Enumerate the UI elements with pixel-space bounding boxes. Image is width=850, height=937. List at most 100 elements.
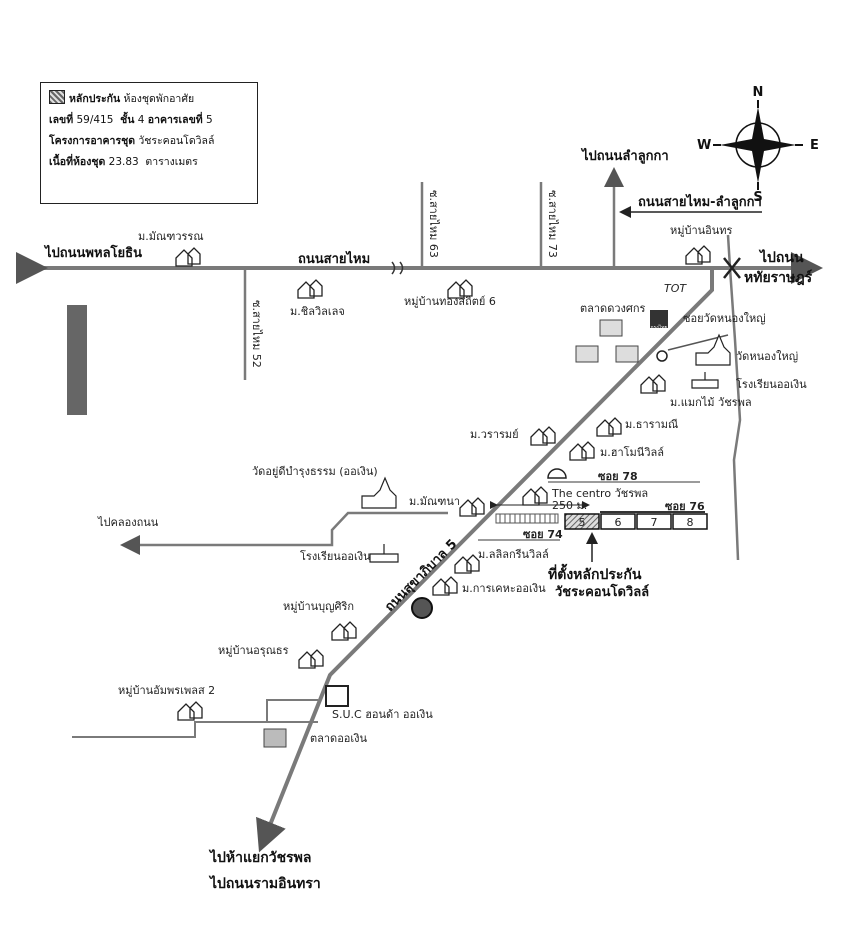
road-sukhaphiban-5 [256, 270, 714, 853]
compass-n: N [753, 85, 764, 100]
label-manthana: ม.มัณฑนา [409, 495, 460, 508]
label-sai-mai: ถนนสายไหม [298, 250, 370, 267]
label-soi-76: ซอย 76 [665, 500, 705, 513]
site-box-8 [672, 513, 708, 530]
label-to-phahon: ไปถนนพหลโยธิน [43, 244, 142, 261]
market-icon-2 [575, 345, 599, 363]
label-amphon: หมู่บ้านอัมพรเพลส 2 [118, 684, 215, 697]
label-harmony: ม.ฮาโมนีวิลล์ [600, 445, 664, 459]
label-bunsirik: หมู่บ้านบุญศิริก [283, 600, 354, 613]
label-maemai: ม.แมกไม้ วัชรพล [670, 396, 752, 409]
site-box-7 [636, 513, 672, 530]
label-school-oengoen-1: โรงเรียนออเงิน [736, 377, 807, 391]
village-icons [175, 245, 711, 721]
road-to-khlong-thanon [120, 511, 448, 555]
label-suc: S.U.C ฮอนด้า ออเงิน [332, 708, 433, 721]
village-icon-the-centro [522, 486, 548, 506]
label-waram: ม.วรารมย์ [470, 428, 519, 441]
label-to-ramintra: ไปถนนรามอินทรา [208, 874, 321, 892]
label-thongsathit: หมู่บ้านทองสถิตย์ 6 [404, 295, 496, 308]
label-sai-mai-lam-luk-ka: ถนนสายไหม-ลำลูกกา [638, 193, 762, 210]
label-site-name: วัชระคอนโดวิลล์ [555, 583, 649, 600]
market-icon-oengoen [263, 728, 287, 748]
road-suc [266, 699, 318, 722]
village-icon-silvilej [297, 279, 323, 299]
village-icon-waram [530, 426, 556, 446]
label-arunthorn: หมู่บ้านอรุณธร [218, 644, 289, 657]
village-icon-mandawan [175, 247, 201, 267]
label-talat-duangsak: ตลาดดวงศกร [580, 302, 646, 315]
site-box-8-label: 8 [687, 516, 694, 529]
site-box-6 [600, 513, 636, 530]
road-east-vertical [726, 234, 742, 561]
site-box-6-label: 6 [615, 516, 622, 529]
market-icon-3 [615, 345, 639, 363]
school-icon-oengoen-2 [369, 544, 399, 563]
compass-w: W [697, 138, 711, 153]
info-building-value: 5 [206, 114, 213, 126]
village-icon-harmony [569, 441, 595, 461]
road-amphon [72, 721, 318, 738]
info-building-label: อาคารเลขที่ [147, 114, 203, 126]
market-icon-1 [599, 319, 623, 337]
village-icon-arunthorn [298, 649, 324, 669]
krungthai-bank-icon [650, 310, 668, 328]
temple-icon-wat-yudi [361, 476, 397, 509]
soi-marker-icon [656, 350, 668, 362]
label-to-hathairat-1: ไปถนน [758, 248, 804, 266]
hatch-legend-icon [49, 90, 65, 104]
info-number-label: เลขที่ [49, 114, 74, 126]
label-to-lam-luk-ka: ไปถนนลำลูกกา [580, 147, 669, 164]
village-icon-tharamani [596, 417, 622, 437]
collateral-site: 5 6 7 8 [564, 513, 708, 562]
label-mandawan: ม.มัณฑวรรณ [138, 230, 204, 243]
junction-x-icon [723, 257, 741, 279]
roundabout-icon [411, 597, 433, 619]
info-title-rest: ห้องชุดพักอาศัย [123, 93, 195, 105]
village-icon-manthana [459, 497, 485, 517]
label-to-hathairat-2: หทัยราษฎร์ [744, 269, 813, 286]
compass-icon: N S E W [697, 85, 819, 205]
label-to-watcharaphon: ไปห้าแยกวัชรพล [208, 848, 311, 866]
krungthai-label: กรุงไทย [651, 324, 668, 331]
market-icons [263, 319, 639, 748]
label-silvilej: ม.ชิลวิลเลจ [290, 305, 345, 318]
info-project-value: วัชระคอนโดวิลล์ [138, 135, 215, 147]
label-to-khlong-thanon: ไปคลองถนน [97, 516, 159, 529]
label-school-oengoen-2: โรงเรียนออเงิน [300, 549, 371, 563]
info-title-row: หลักประกัน ห้องชุดพักอาศัย [49, 89, 249, 110]
village-icon-thongsathit [447, 279, 473, 299]
info-floor-value: 4 [137, 114, 145, 126]
info-project-label: โครงการอาคารชุด [49, 135, 136, 147]
label-soi-73: ซ.สายไหม 73 [546, 190, 559, 258]
label-tharamani: ม.ธารามณี [625, 418, 678, 431]
label-wat-yudi: วัดอยู่ดีบำรุงธรรม (ออเงิน) [252, 465, 378, 478]
label-site: ที่ตั้งหลักประกัน [548, 563, 642, 583]
info-area-label: เนื้อที่ห้องชุด [49, 156, 106, 168]
collateral-info-box: หลักประกัน ห้องชุดพักอาศัย เลขที่ 59/415… [40, 82, 258, 204]
label-the-centro: The centro วัชรพล [551, 487, 648, 500]
info-area-row: เนื้อที่ห้องชุด 23.83 ตารางเมตร [49, 152, 249, 173]
village-icon-bunsirik [331, 621, 357, 641]
info-floor-label: ชั้น [120, 114, 135, 126]
site-box-7-label: 7 [651, 516, 658, 529]
suc-building-icon [325, 685, 349, 707]
info-area-unit: ตารางเมตร [145, 156, 198, 168]
site-box-5-label: 5 [579, 516, 586, 529]
village-icon-maemai [640, 374, 666, 394]
label-soi-52: ซ.สายไหม 52 [250, 300, 263, 368]
side-bar [67, 305, 87, 415]
label-soi-wat-nong-yai: ซอยวัดหนองใหญ่ [683, 312, 766, 325]
label-talat-oengoen: ตลาดออเงิน [310, 732, 368, 745]
village-icon-inthon [685, 245, 711, 265]
info-project-row: โครงการอาคารชุด วัชระคอนโดวิลล์ [49, 131, 249, 152]
school-icon-oengoen-1 [691, 372, 719, 389]
village-icon-lalil [454, 554, 480, 574]
label-soi-74: ซอย 74 [523, 528, 563, 541]
info-number-row: เลขที่ 59/415 ชั้น 4 อาคารเลขที่ 5 [49, 110, 249, 131]
label-wat-nong-yai: วัดหนองใหญ่ [736, 350, 798, 363]
label-karaket: ม.การเคหะออเงิน [462, 582, 546, 595]
village-icon-amphon [177, 701, 203, 721]
site-box-5 [564, 513, 600, 530]
fence-row [495, 513, 559, 524]
